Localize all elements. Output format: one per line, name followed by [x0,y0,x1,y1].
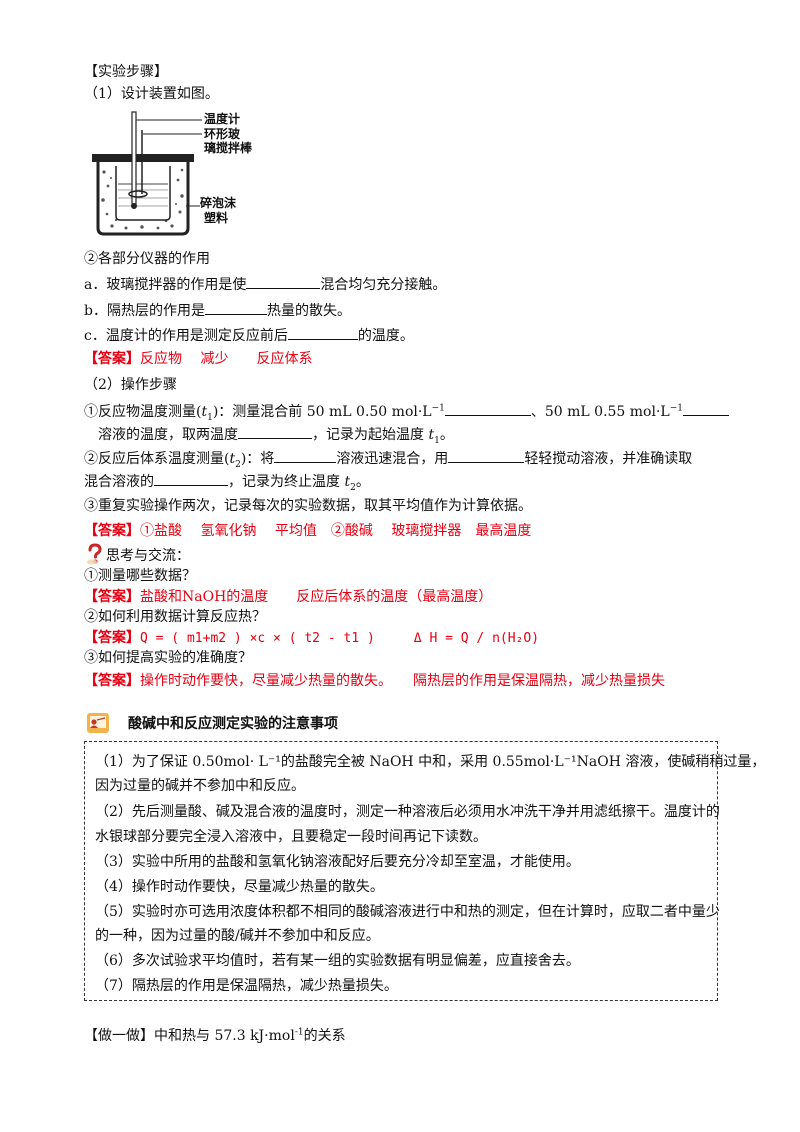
answer-tag: 【答案】 [84,673,140,689]
op1-sup2: −1 [669,403,683,414]
answer-5: 【答案】操作时动作要快，尽量减少热量的散失。 隔热层的作用是保温隔热，减少热量损… [84,671,665,691]
answer-1: 【答案】反应物 减少 反应体系 [84,349,312,369]
fill-blank[interactable] [204,300,267,315]
answer-tag: 【答案】 [84,630,140,646]
role-a-text: a．玻璃搅拌器的作用是使 [84,277,247,293]
role-b-text-end: 热量的散失。 [266,303,351,319]
note-line: 因为过量的碱并不参加中和反应。 [95,778,305,794]
answer-text: 操作时动作要快，尽量减少热量的散失。 隔热层的作用是保温隔热，减少热量损失 [140,673,665,689]
question-2: ②如何利用数据计算反应热？ [84,609,266,625]
note-line: （5）实验时亦可选用浓度体积都不相同的酸碱溶液进行中和热的测定，但在计算时，应取… [95,904,720,920]
role-c-text-end: 的温度。 [357,328,414,344]
answer-4: 【答案】Q = ( m1+m2 ) ×c × ( t2 - t1 ) Δ H =… [84,628,539,649]
note-line: （7）隔热层的作用是保温隔热，减少热量损失。 [95,978,398,994]
do-tag: 【做一做】 [84,1028,154,1044]
calorimeter-diagram: 温度计 环形玻 璃搅拌棒 碎泡沫 塑料 [86,108,256,243]
answer-2: 【答案】①盐酸 氢氧化钠 平均值 ②酸碱 玻璃搅拌器 最高温度 [84,521,531,541]
step2-title: （2）操作步骤 [84,377,177,393]
op1-line2-var: t [428,427,435,443]
role-b: b．隔热层的作用是 热量的散失。 [84,300,351,321]
note-line: （1）为了保证 0.50mol· L⁻¹的盐酸完全被 NaOH 中和，采用 0.… [95,754,766,770]
op2-text: ②反应后体系温度测量( [84,451,230,467]
note-line: （2）先后测量酸、碱及混合液的温度时，测定一种溶液后必须用水冲洗干净并用滤纸擦干… [95,804,720,820]
op2-line2-end: 。 [355,474,370,490]
op1-text: ①反应物温度测量( [84,404,202,420]
answer-tag: 【答案】 [84,523,140,539]
answer-text: 反应物 减少 反应体系 [140,351,313,367]
note-line: 水银球部分要完全浸入溶液中，且要稳定一段时间再记下读数。 [95,829,487,845]
fill-blank[interactable] [444,401,531,416]
op1-text-mid2: 、50 mL 0.55 mol·L [530,404,670,420]
op2-text-mid: )：将 [240,451,275,467]
notes-box: （1）为了保证 0.50mol· L⁻¹的盐酸完全被 NaOH 中和，采用 0.… [84,741,765,1001]
role-a-text-end: 混合均匀充分接触。 [320,277,447,293]
note-line: （3）实验中所用的盐酸和氢氧化钠溶液配好后要充分冷却至室温，才能使用。 [95,854,580,870]
op1-line2-end: 。 [439,427,454,443]
answer-tag: 【答案】 [84,589,140,605]
fill-blank[interactable] [246,274,321,289]
op1-line1: ①反应物温度测量(t1)：测量混合前 50 mL 0.50 mol·L−1、50… [84,401,729,422]
steps-header: 【实验步骤】 [84,64,168,80]
fill-blank[interactable] [683,401,729,416]
do-text: 中和热与 57.3 kJ·mol [154,1028,295,1044]
op2-line2-text-mid: ，记录为终止温度 [228,474,345,490]
fill-blank[interactable] [448,448,525,463]
question-3: ③如何提高实验的准确度？ [84,650,252,666]
question-mark-icon [86,543,104,565]
op1-sup: −1 [431,403,445,414]
do-it-line: 【做一做】中和热与 57.3 kJ·mol-1的关系 [84,1026,346,1046]
label-stirrer-line1: 环形玻 [204,127,241,141]
think-title: 思考与交流： [106,548,190,564]
answer-3: 【答案】盐酸和NaOH的温度 反应后体系的温度（最高温度） [84,587,492,607]
fill-blank[interactable] [287,325,358,340]
op1-line2-text: 溶液的温度，取两温度 [98,427,238,443]
calorimeter-illustration-icon [92,111,202,236]
note-line: （6）多次试验求平均值时，若有某一组的实验数据有明显偏差，应直接舍去。 [95,953,580,969]
role-c: c．温度计的作用是测定反应前后 的温度。 [84,325,414,346]
fill-blank[interactable] [154,471,228,486]
op1-line2-sub: 1 [434,435,440,446]
op2-line2-text: 混合溶液的 [84,474,154,490]
do-sup: -1 [294,1027,304,1038]
note-line: 的一种，因为过量的酸/碱并不参加中和反应。 [95,928,380,944]
op2-sub: 2 [235,459,241,470]
op2-var: t [229,451,236,467]
step1-title: （1）设计装置如图。 [84,86,219,102]
label-foam-line2: 塑料 [204,211,229,225]
op1-text-mid: )：测量混合前 50 mL 0.50 mol·L [212,404,432,420]
op2-line2-var: t [344,474,351,490]
answer-tag: 【答案】 [84,351,140,367]
op1-line2-text-mid: ，记录为起始温度 [312,427,429,443]
op3: ③重复实验操作两次，记录每次的实验数据，取其平均值作为计算依据。 [84,498,532,514]
answer-text: 盐酸和NaOH的温度 反应后体系的温度（最高温度） [140,589,493,605]
teacher-board-icon [86,712,110,734]
role-title: ②各部分仪器的作用 [84,251,210,267]
fill-blank[interactable] [238,424,312,439]
role-b-text: b．隔热层的作用是 [84,303,205,319]
op2-line2: 混合溶液的 ，记录为终止温度 t2。 [84,471,370,492]
label-thermometer: 温度计 [204,112,241,126]
label-foam-line1: 碎泡沫 [200,196,237,210]
op1-line2: 溶液的温度，取两温度 ，记录为起始温度 t1。 [98,424,454,445]
note-line: （4）操作时动作要快，尽量减少热量的散失。 [95,879,384,895]
question-1: ①测量哪些数据？ [84,568,196,584]
label-stirrer-line2: 璃搅拌棒 [204,141,253,155]
fill-blank[interactable] [274,448,337,463]
op2-line1: ②反应后体系温度测量(t2)：将 溶液迅速混合，用 轻轻搅动溶液，并准确读取 [84,448,692,469]
op1-sub: 1 [207,412,213,423]
op2-line2-sub: 2 [350,482,356,493]
op2-text-mid2: 溶液迅速混合，用 [336,451,449,467]
role-c-text: c．温度计的作用是测定反应前后 [84,328,288,344]
answer-text: ①盐酸 氢氧化钠 平均值 ②酸碱 玻璃搅拌器 最高温度 [140,523,532,539]
role-a: a．玻璃搅拌器的作用是使 混合均匀充分接触。 [84,274,446,295]
op1-var: t [201,404,208,420]
do-text-end: 的关系 [303,1028,346,1044]
answer-formula: Q = ( m1+m2 ) ×c × ( t2 - t1 ) Δ H = Q /… [140,631,540,646]
op2-text-end: 轻轻搅动溶液，并准确读取 [524,451,693,467]
notes-title: 酸碱中和反应测定实验的注意事项 [128,716,338,732]
